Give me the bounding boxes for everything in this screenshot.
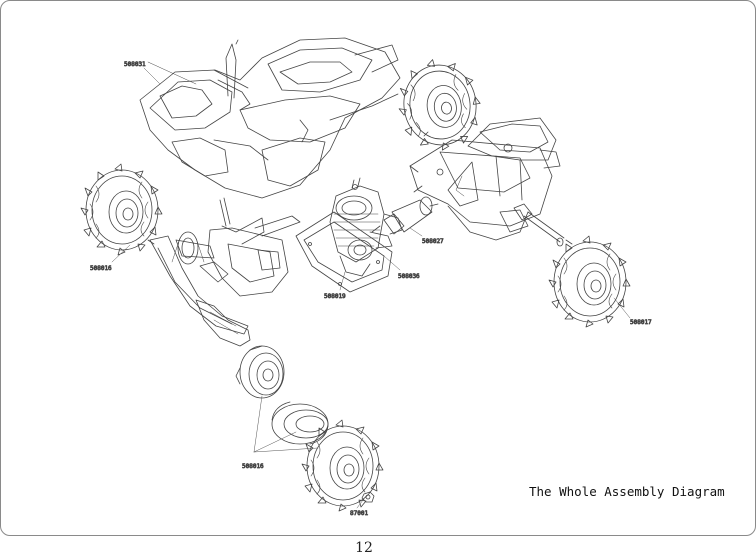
part-label-rear-right-wheel: 508017 bbox=[630, 319, 652, 326]
rear-top-wheel-drawing bbox=[392, 53, 487, 156]
body-shell-drawing bbox=[139, 37, 401, 199]
front-chassis-drawing bbox=[147, 197, 301, 347]
rear-chassis-drawing bbox=[409, 117, 561, 241]
diagram-title: The Whole Assembly Diagram bbox=[529, 484, 725, 499]
part-label-exhaust-pipe: 508027 bbox=[422, 238, 444, 245]
part-label-wheel-nut: 87001 bbox=[350, 510, 368, 517]
front-rim-drawing bbox=[235, 345, 285, 399]
assembly-diagram: 508031 508016 508019 508036 508027 50801… bbox=[80, 37, 652, 517]
part-label-front-left-wheel: 508016 bbox=[90, 265, 112, 272]
wheel-nut-drawing bbox=[361, 491, 375, 503]
part-label-body-shell: 508031 bbox=[124, 61, 146, 68]
page-number: 12 bbox=[355, 540, 373, 556]
exhaust-pipe-drawing bbox=[371, 196, 439, 235]
engine-drawing bbox=[329, 177, 403, 277]
part-label-engine: 508036 bbox=[398, 273, 420, 280]
rear-right-wheel-drawing bbox=[548, 235, 631, 328]
rear-axle-drawing bbox=[423, 131, 573, 247]
bottom-wheel-drawing bbox=[301, 419, 384, 512]
part-label-engine-plate: 508019 bbox=[324, 293, 346, 300]
part-label-front-wheel-rim-tire: 508016 bbox=[242, 463, 264, 470]
callout-lines bbox=[111, 67, 631, 509]
engine-plate-drawing bbox=[295, 211, 393, 293]
front-tire-insert-drawing bbox=[271, 401, 329, 445]
